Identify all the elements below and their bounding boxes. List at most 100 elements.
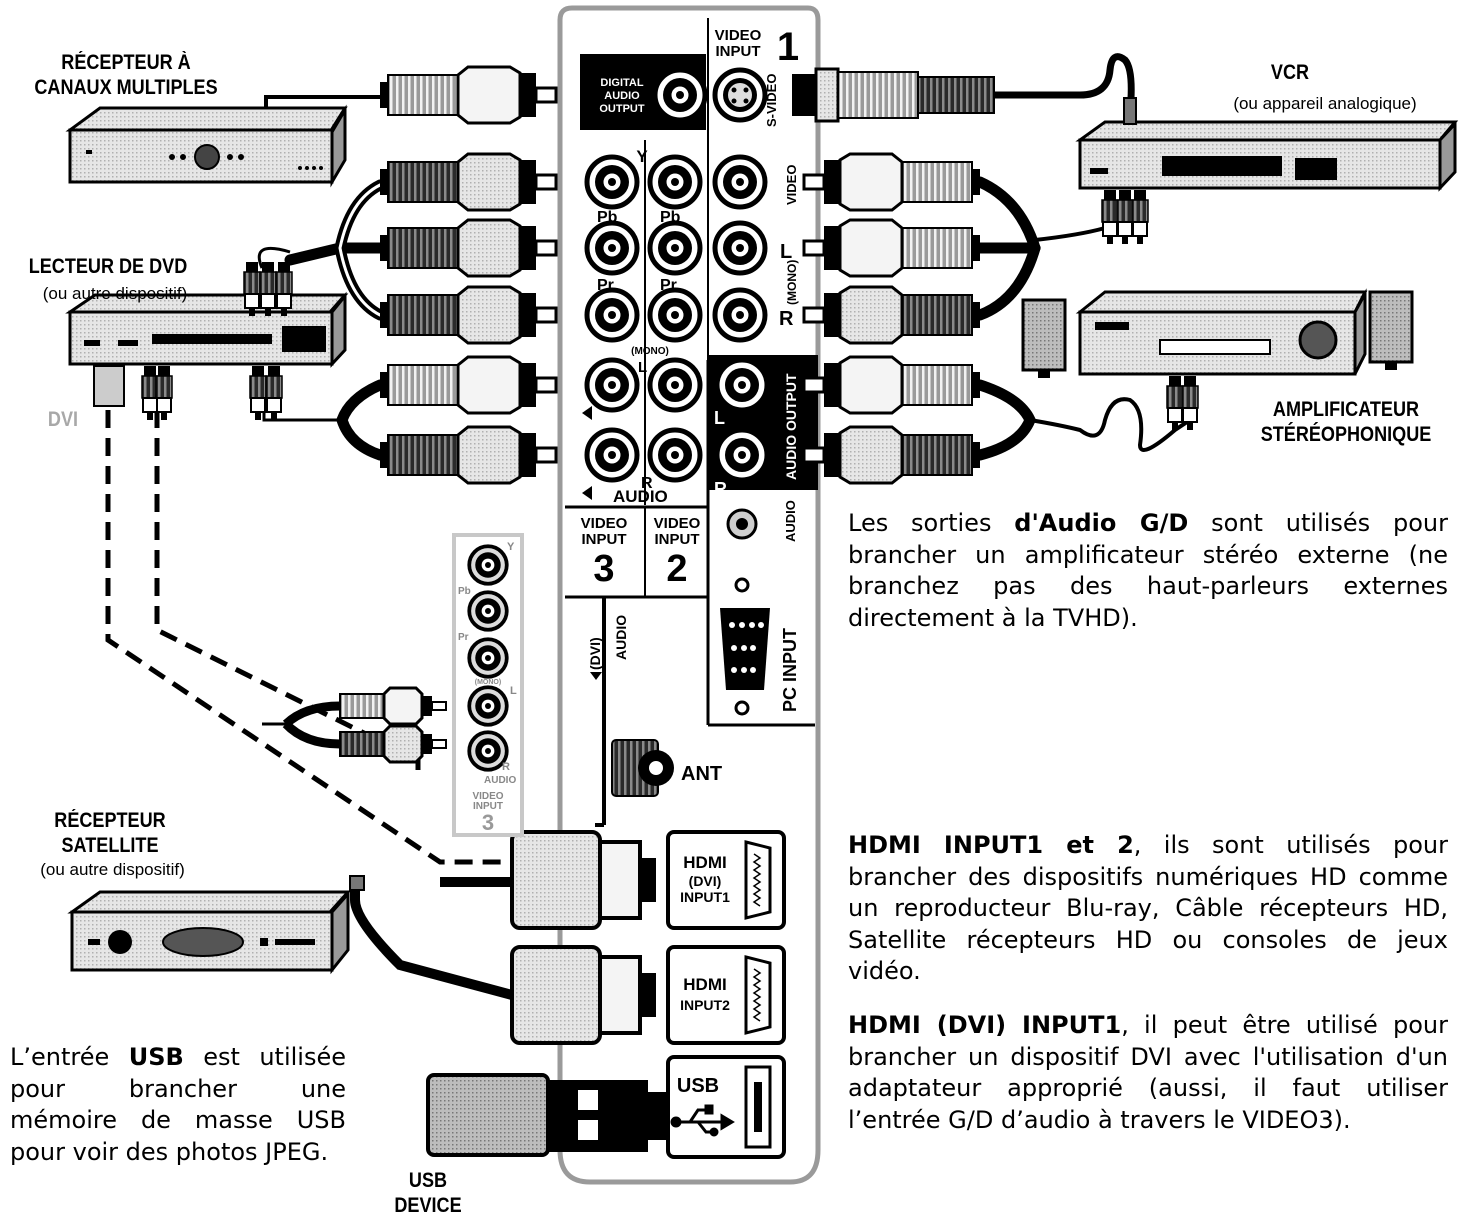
inset-pr-label: Pr [458, 632, 469, 643]
svideo-wire [992, 57, 1131, 112]
inset-l-label: L [510, 685, 517, 697]
video-input-3-number: 3 [593, 548, 614, 590]
video-input-3-label: VIDEO [581, 515, 628, 532]
svg-text:L: L [638, 359, 647, 376]
digital-audio-plug [380, 67, 556, 123]
inset-pb-label: Pb [458, 586, 471, 597]
pr-jack-video2[interactable] [650, 290, 700, 340]
l-audio-jack-video3[interactable] [587, 360, 637, 410]
satellite-label: RÉCEPTEUR SATELLITE [24, 808, 196, 858]
hdmi-description: HDMI INPUT1 et 2, ils sont utilisés pour… [848, 830, 1448, 988]
component-cables-right [980, 182, 1035, 315]
pb-label-2: Pb [660, 209, 681, 226]
pb-jack-video3[interactable] [587, 223, 637, 273]
satellite-subtitle: (ou autre dispositif) [0, 860, 225, 880]
video-plug [804, 154, 980, 210]
svideo-label: S-VIDEO [764, 74, 779, 127]
pb-jack-video2[interactable] [650, 223, 700, 273]
dvi-description: HDMI (DVI) INPUT1, il peut être utilisé … [848, 1010, 1448, 1136]
svg-text:DIGITAL: DIGITAL [600, 77, 643, 89]
inset-mono-label: (MONO) [475, 679, 501, 686]
audio-output-description: Les sorties d'Audio G/D sont utilisés po… [848, 508, 1448, 634]
audio-output-cables-right [980, 385, 1030, 455]
video-label: VIDEO [784, 165, 799, 205]
usb-description: L’entrée USB est utilisée pour brancher … [10, 1042, 346, 1197]
video-input-1-number: 1 [777, 25, 799, 69]
audio-vertical-label: AUDIO [613, 615, 629, 660]
usb-device-label: USB DEVICE [376, 1168, 479, 1218]
audio-r-plug [380, 427, 556, 483]
l-jack-video1[interactable] [715, 223, 765, 273]
svg-text:AUDIO: AUDIO [604, 90, 640, 102]
y-label: Y [636, 147, 648, 166]
vcr-title: VCR [1242, 60, 1338, 85]
multichannel-receiver-device [70, 108, 345, 182]
dvi-label: DVI [42, 407, 85, 432]
audio-out-r-plug [804, 427, 980, 483]
usb-label: USB [677, 1075, 719, 1097]
vcr-subtitle: (ou appareil analogique) [1190, 94, 1460, 114]
inset-audio-label: AUDIO [484, 775, 516, 786]
inset-y-label: Y [507, 541, 515, 553]
pr-jack-video3[interactable] [587, 290, 637, 340]
mono-label: (MONO) [631, 346, 669, 357]
r-audio-jack-video2[interactable] [650, 430, 700, 480]
svg-text:R: R [714, 479, 727, 499]
audio-output-label: AUDIO OUTPUT [783, 373, 799, 480]
hdmi2-label: INPUT2 [680, 997, 730, 1013]
inset-audio-plugs [262, 688, 446, 762]
audio-out-l-plug [804, 357, 980, 413]
vcr-device [1080, 98, 1455, 244]
video-input-1-label: VIDEO [715, 27, 762, 44]
usb-port-tongue [754, 1082, 762, 1132]
usb-stick [428, 1075, 668, 1155]
hdmi1-plug [440, 832, 656, 928]
pb-label-3: Pb [597, 209, 618, 226]
inset-number: 3 [482, 810, 494, 835]
dvd-title: LECTEUR DE DVD [15, 254, 201, 279]
audio-output-l-jack[interactable] [717, 360, 767, 410]
hdmi1-logo: HDMI [683, 853, 726, 872]
pc-input-label: PC INPUT [780, 628, 800, 712]
amplifier-wire [1030, 399, 1190, 450]
audio-cables-left [342, 385, 380, 455]
y-jack-video3[interactable] [587, 157, 637, 207]
pr-plug [380, 287, 556, 343]
video-input-2-number: 2 [666, 548, 687, 590]
ant-label: ANT [681, 763, 722, 785]
y-jack-video2[interactable] [650, 157, 700, 207]
svg-text:INPUT: INPUT [655, 531, 700, 548]
audio-mini-jack-label: AUDIO [783, 500, 798, 542]
video-jack-video1[interactable] [715, 157, 765, 207]
svg-text:INPUT: INPUT [716, 43, 761, 60]
dvd-subtitle: (ou autre dispositif) [0, 284, 230, 304]
multichannel-receiver-label: RÉCEPTEUR À CANAUX MULTIPLES [26, 50, 226, 100]
r-audio-jack-video3[interactable] [587, 430, 637, 480]
audio-mini-jack[interactable] [728, 510, 756, 538]
video-r-plug [804, 287, 980, 343]
svideo-jack[interactable] [715, 70, 765, 120]
hdmi2-logo: HDMI [683, 975, 726, 994]
inset-r-label: R [502, 761, 510, 773]
audio-label: AUDIO [613, 487, 668, 506]
video-l-plug [804, 220, 980, 276]
y-plug [380, 154, 556, 210]
svg-text:OUTPUT: OUTPUT [599, 103, 645, 115]
pb-plug [380, 220, 556, 276]
pr-label-2: Pr [660, 277, 677, 294]
r-jack-video1[interactable] [715, 290, 765, 340]
audio-output-r-jack[interactable] [717, 430, 767, 480]
l-audio-jack-video2[interactable] [650, 360, 700, 410]
video-input-2-label: VIDEO [654, 515, 701, 532]
pr-label-3: Pr [597, 277, 614, 294]
mono-vertical-label: (MONO) [785, 260, 799, 305]
svg-text:L: L [714, 408, 725, 428]
dvi-vertical-label: (DVI) [587, 637, 603, 670]
amplifier-label: AMPLIFICATEUR STÉRÉOPHONIQUE [1241, 397, 1451, 447]
svg-text:(DVI): (DVI) [689, 873, 722, 889]
digital-audio-output-jack[interactable] [655, 70, 705, 120]
satellite-receiver-device [72, 876, 364, 970]
svg-text:INPUT: INPUT [582, 531, 627, 548]
svideo-plug [792, 69, 994, 121]
hdmi1-label: INPUT1 [680, 889, 730, 905]
